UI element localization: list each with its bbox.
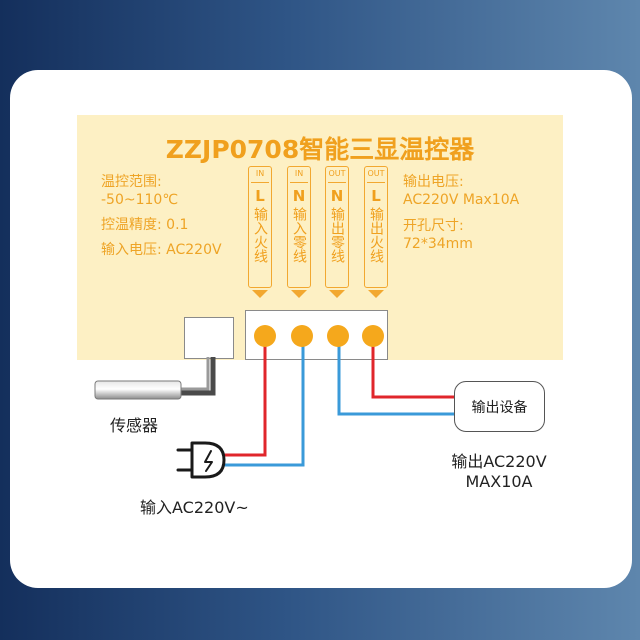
temp-range-value: -50~110℃	[101, 192, 179, 208]
terminal-label-input-neutral: IN N 输入零线	[287, 166, 311, 288]
product-title: ZZJP0708智能三显温控器	[165, 135, 475, 164]
terminal-name: 输入零线	[291, 207, 307, 263]
terminal-screw-2	[291, 325, 313, 347]
output-voltage-value: AC220V Max10A	[403, 192, 520, 208]
output-voltage-label: 输出电压:	[403, 174, 464, 190]
terminal-direction: OUT	[367, 169, 385, 178]
input-live-wire	[224, 345, 267, 457]
output-device-box: 输出设备	[454, 381, 545, 432]
terminal-letter: L	[371, 187, 381, 205]
down-arrow-icon	[252, 290, 268, 298]
terminal-letter: N	[330, 187, 344, 205]
divider	[328, 182, 346, 183]
divider	[367, 182, 385, 183]
terminal-label-output-live: OUT L 输出火线	[364, 166, 388, 288]
terminal-screw-4	[362, 325, 384, 347]
input-neutral-wire	[224, 345, 305, 467]
terminal-name: 输出零线	[329, 207, 345, 263]
power-plug-icon	[176, 441, 226, 479]
input-voltage-label: 输入AC220V~	[140, 498, 249, 517]
terminal-direction: OUT	[328, 169, 346, 178]
terminal-direction: IN	[255, 169, 265, 178]
temp-range-label: 温控范围:	[101, 174, 162, 190]
down-arrow-icon	[368, 290, 384, 298]
terminal-name: 输出火线	[368, 207, 384, 263]
sensor-label: 传感器	[110, 416, 159, 435]
terminal-screw-1	[254, 325, 276, 347]
sensor-cable	[178, 357, 216, 396]
down-arrow-icon	[329, 290, 345, 298]
output-device-label: 输出设备	[471, 399, 528, 416]
accuracy-spec: 控温精度: 0.1	[101, 217, 189, 233]
output-neutral-wire	[337, 345, 454, 416]
output-spec-line1: 输出AC220V	[451, 452, 547, 471]
divider	[251, 182, 269, 183]
terminal-name: 输入火线	[252, 207, 268, 263]
temperature-probe-icon	[94, 380, 182, 400]
terminal-screw-3	[327, 325, 349, 347]
input-voltage-spec: 输入电压: AC220V	[101, 242, 222, 258]
output-live-wire	[371, 345, 454, 399]
cutout-label: 开孔尺寸:	[403, 218, 464, 234]
terminal-label-output-neutral: OUT N 输出零线	[325, 166, 349, 288]
terminal-letter: N	[292, 187, 306, 205]
terminal-letter: L	[255, 187, 265, 205]
cutout-value: 72*34mm	[403, 236, 473, 252]
down-arrow-icon	[291, 290, 307, 298]
terminal-label-input-live: IN L 输入火线	[248, 166, 272, 288]
divider	[290, 182, 308, 183]
terminal-direction: IN	[294, 169, 304, 178]
output-spec-line2: MAX10A	[465, 472, 533, 491]
